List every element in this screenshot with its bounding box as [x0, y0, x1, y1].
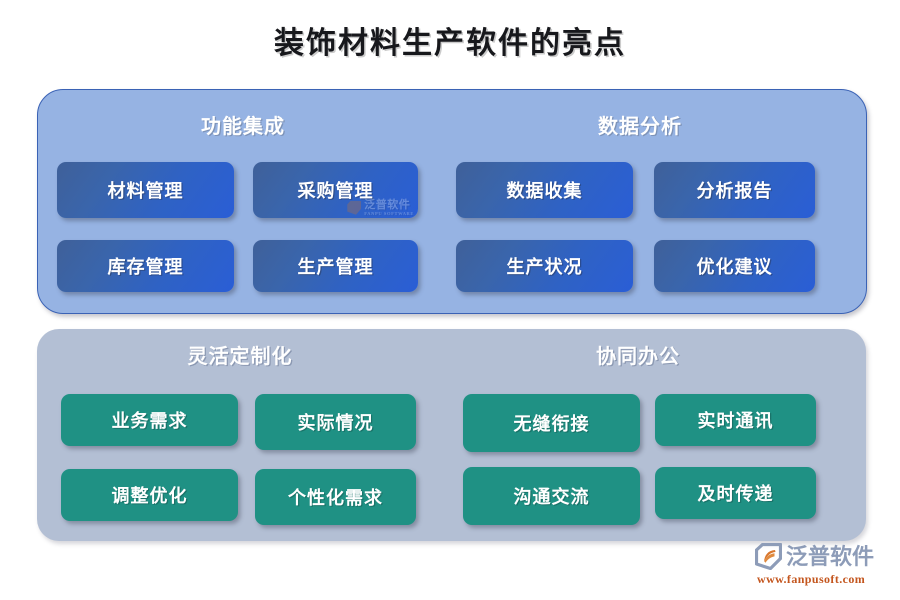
brand-url: www.fanpusoft.com — [757, 572, 866, 586]
section-heading-collaborative-office: 协同办公 — [596, 346, 680, 368]
chip-inventory-management[interactable]: 库存管理 — [57, 240, 234, 292]
chip-seamless-connection[interactable]: 无缝衔接 — [463, 394, 640, 452]
chip-label: 数据收集 — [506, 181, 583, 201]
chip-label: 调整优化 — [111, 486, 188, 506]
chip-label: 生产管理 — [297, 257, 374, 277]
chip-business-requirement[interactable]: 业务需求 — [61, 394, 238, 446]
chip-label: 优化建议 — [696, 257, 773, 277]
chip-communication-exchange[interactable]: 沟通交流 — [463, 467, 640, 525]
chip-label: 采购管理 — [297, 181, 374, 201]
chip-label: 实际情况 — [297, 413, 374, 433]
chip-adjust-optimize[interactable]: 调整优化 — [61, 469, 238, 521]
chip-personalized-requirement[interactable]: 个性化需求 — [255, 469, 416, 525]
chip-label: 沟通交流 — [513, 487, 590, 507]
chip-material-management[interactable]: 材料管理 — [57, 162, 234, 218]
page-title: 装饰材料生产软件的亮点 — [274, 27, 626, 60]
chip-production-status[interactable]: 生产状况 — [456, 240, 633, 292]
chip-label: 实时通讯 — [697, 411, 774, 431]
chip-timely-delivery[interactable]: 及时传递 — [655, 467, 816, 519]
chip-actual-situation[interactable]: 实际情况 — [255, 394, 416, 450]
brand-logo: 泛普软件 www.fanpusoft.com — [754, 542, 895, 593]
chip-label: 库存管理 — [107, 257, 184, 277]
chip-optimization-advice[interactable]: 优化建议 — [654, 240, 815, 292]
chip-realtime-communication[interactable]: 实时通讯 — [655, 394, 816, 446]
brand-row: 泛普软件 — [754, 542, 895, 571]
chip-purchase-management[interactable]: 采购管理 泛普软件 FANPU SOFTWARE — [253, 162, 418, 218]
chip-analysis-report[interactable]: 分析报告 — [654, 162, 815, 218]
section-heading-flexible-customization: 灵活定制化 — [187, 346, 293, 368]
chip-label: 生产状况 — [506, 257, 583, 277]
section-heading-function-integration: 功能集成 — [201, 116, 285, 138]
fanpu-logo-icon — [754, 542, 783, 571]
chip-label: 无缝衔接 — [513, 414, 590, 434]
chip-label: 个性化需求 — [288, 488, 383, 508]
brand-name: 泛普软件 — [786, 543, 875, 569]
chip-label: 材料管理 — [107, 181, 184, 201]
chip-label: 业务需求 — [111, 411, 188, 431]
fanpu-watermark-sub: FANPU SOFTWARE — [364, 210, 414, 216]
section-heading-data-analysis: 数据分析 — [598, 116, 682, 138]
chip-production-management[interactable]: 生产管理 — [253, 240, 418, 292]
chip-label: 及时传递 — [697, 484, 774, 504]
chip-label: 分析报告 — [696, 181, 773, 201]
chip-data-collection[interactable]: 数据收集 — [456, 162, 633, 218]
